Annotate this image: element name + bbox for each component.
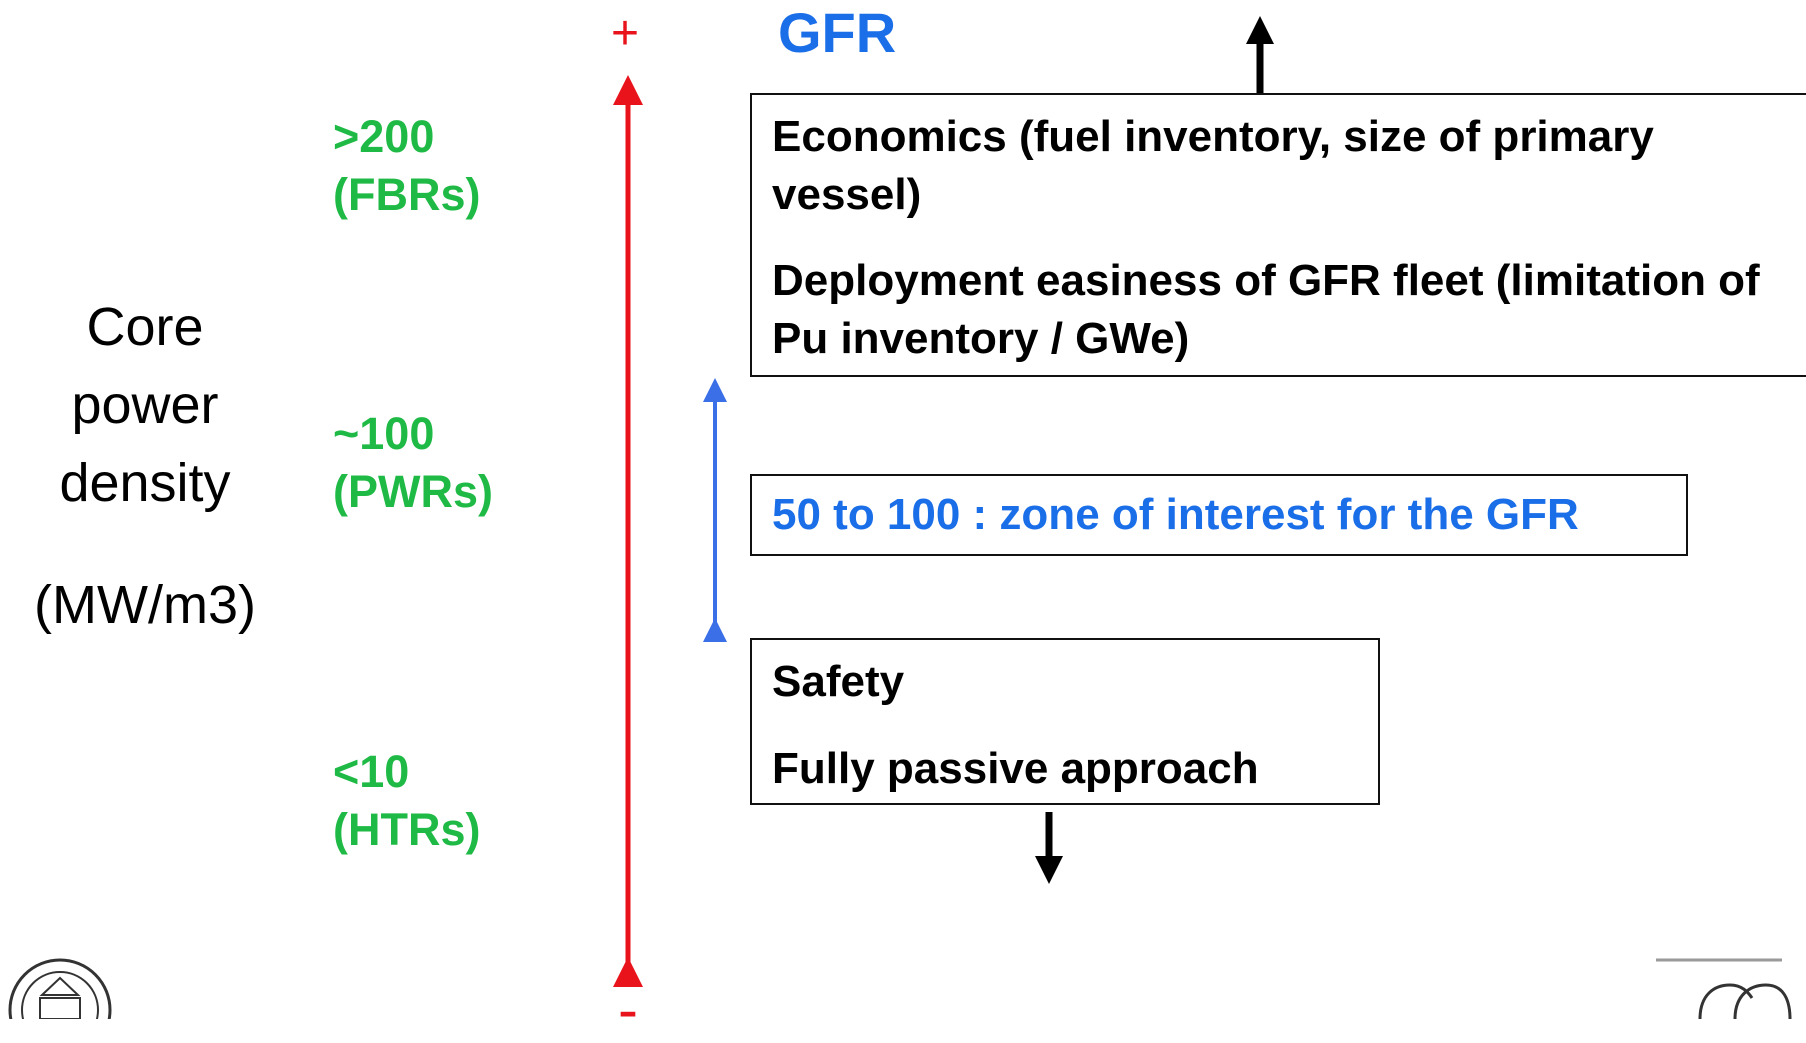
safety-box: Safety Fully passive approach xyxy=(750,638,1380,805)
scale-item-fbr: >200 (FBRs) xyxy=(333,108,480,224)
economics-text: Economics (fuel inventory, size of prima… xyxy=(772,112,1654,219)
doe-seal-icon xyxy=(8,958,112,1019)
deployment-text: Deployment easiness of GFR fleet (limita… xyxy=(772,256,1760,363)
scale-value: >200 xyxy=(333,111,435,162)
scale-value: <10 xyxy=(333,746,410,797)
scale-value: ~100 xyxy=(333,408,435,459)
diagram-title: GFR xyxy=(778,1,897,64)
axis-label-line-2: power xyxy=(71,375,219,435)
scale-item-htr: <10 (HTRs) xyxy=(333,743,480,859)
safety-text: Safety xyxy=(772,657,905,706)
economics-box: Economics (fuel inventory, size of prima… xyxy=(750,93,1806,377)
passive-text: Fully passive approach xyxy=(772,744,1259,793)
arrows-layer xyxy=(613,16,1274,987)
axis-label-line-3: density xyxy=(59,453,231,513)
zone-box: 50 to 100 : zone of interest for the GFR xyxy=(750,474,1688,556)
zone-text: 50 to 100 : zone of interest for the GFR xyxy=(772,490,1579,539)
scale-reactor: (HTRs) xyxy=(333,804,481,855)
cea-logo-icon xyxy=(1656,958,1792,1019)
scale-reactor: (FBRs) xyxy=(333,169,481,220)
scale-reactor: (PWRs) xyxy=(333,466,493,517)
axis-unit-label: (MW/m3) xyxy=(34,575,256,635)
axis-label-line-1: Core xyxy=(86,297,204,357)
plus-marker: + xyxy=(611,7,640,60)
scale-item-pwr: ~100 (PWRs) xyxy=(333,405,493,521)
